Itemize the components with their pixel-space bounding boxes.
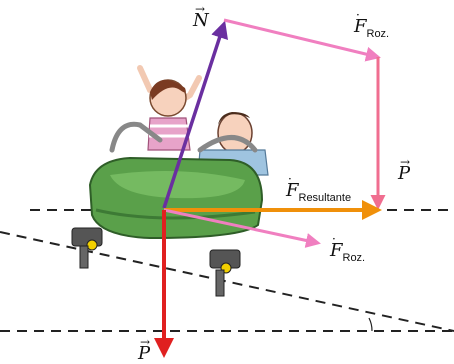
resultant-label: ·FResultante [286, 172, 352, 204]
normal-force-label: →N [193, 2, 209, 31]
friction-bottom-label: ·FRoz. [330, 232, 366, 264]
weight-bottom-label: →P [138, 335, 151, 364]
roller-coaster-cart [71, 121, 264, 297]
friction-top-label: ·FRoz. [354, 8, 390, 40]
normal-force-vector [162, 20, 228, 209]
friction-top-vector [223, 18, 381, 62]
friction-bottom-vector [163, 208, 321, 248]
weight-right-label: →P [398, 155, 411, 184]
inclined-plane-line [0, 231, 454, 332]
girl-passenger [137, 65, 202, 151]
angle-arc [368, 317, 373, 332]
